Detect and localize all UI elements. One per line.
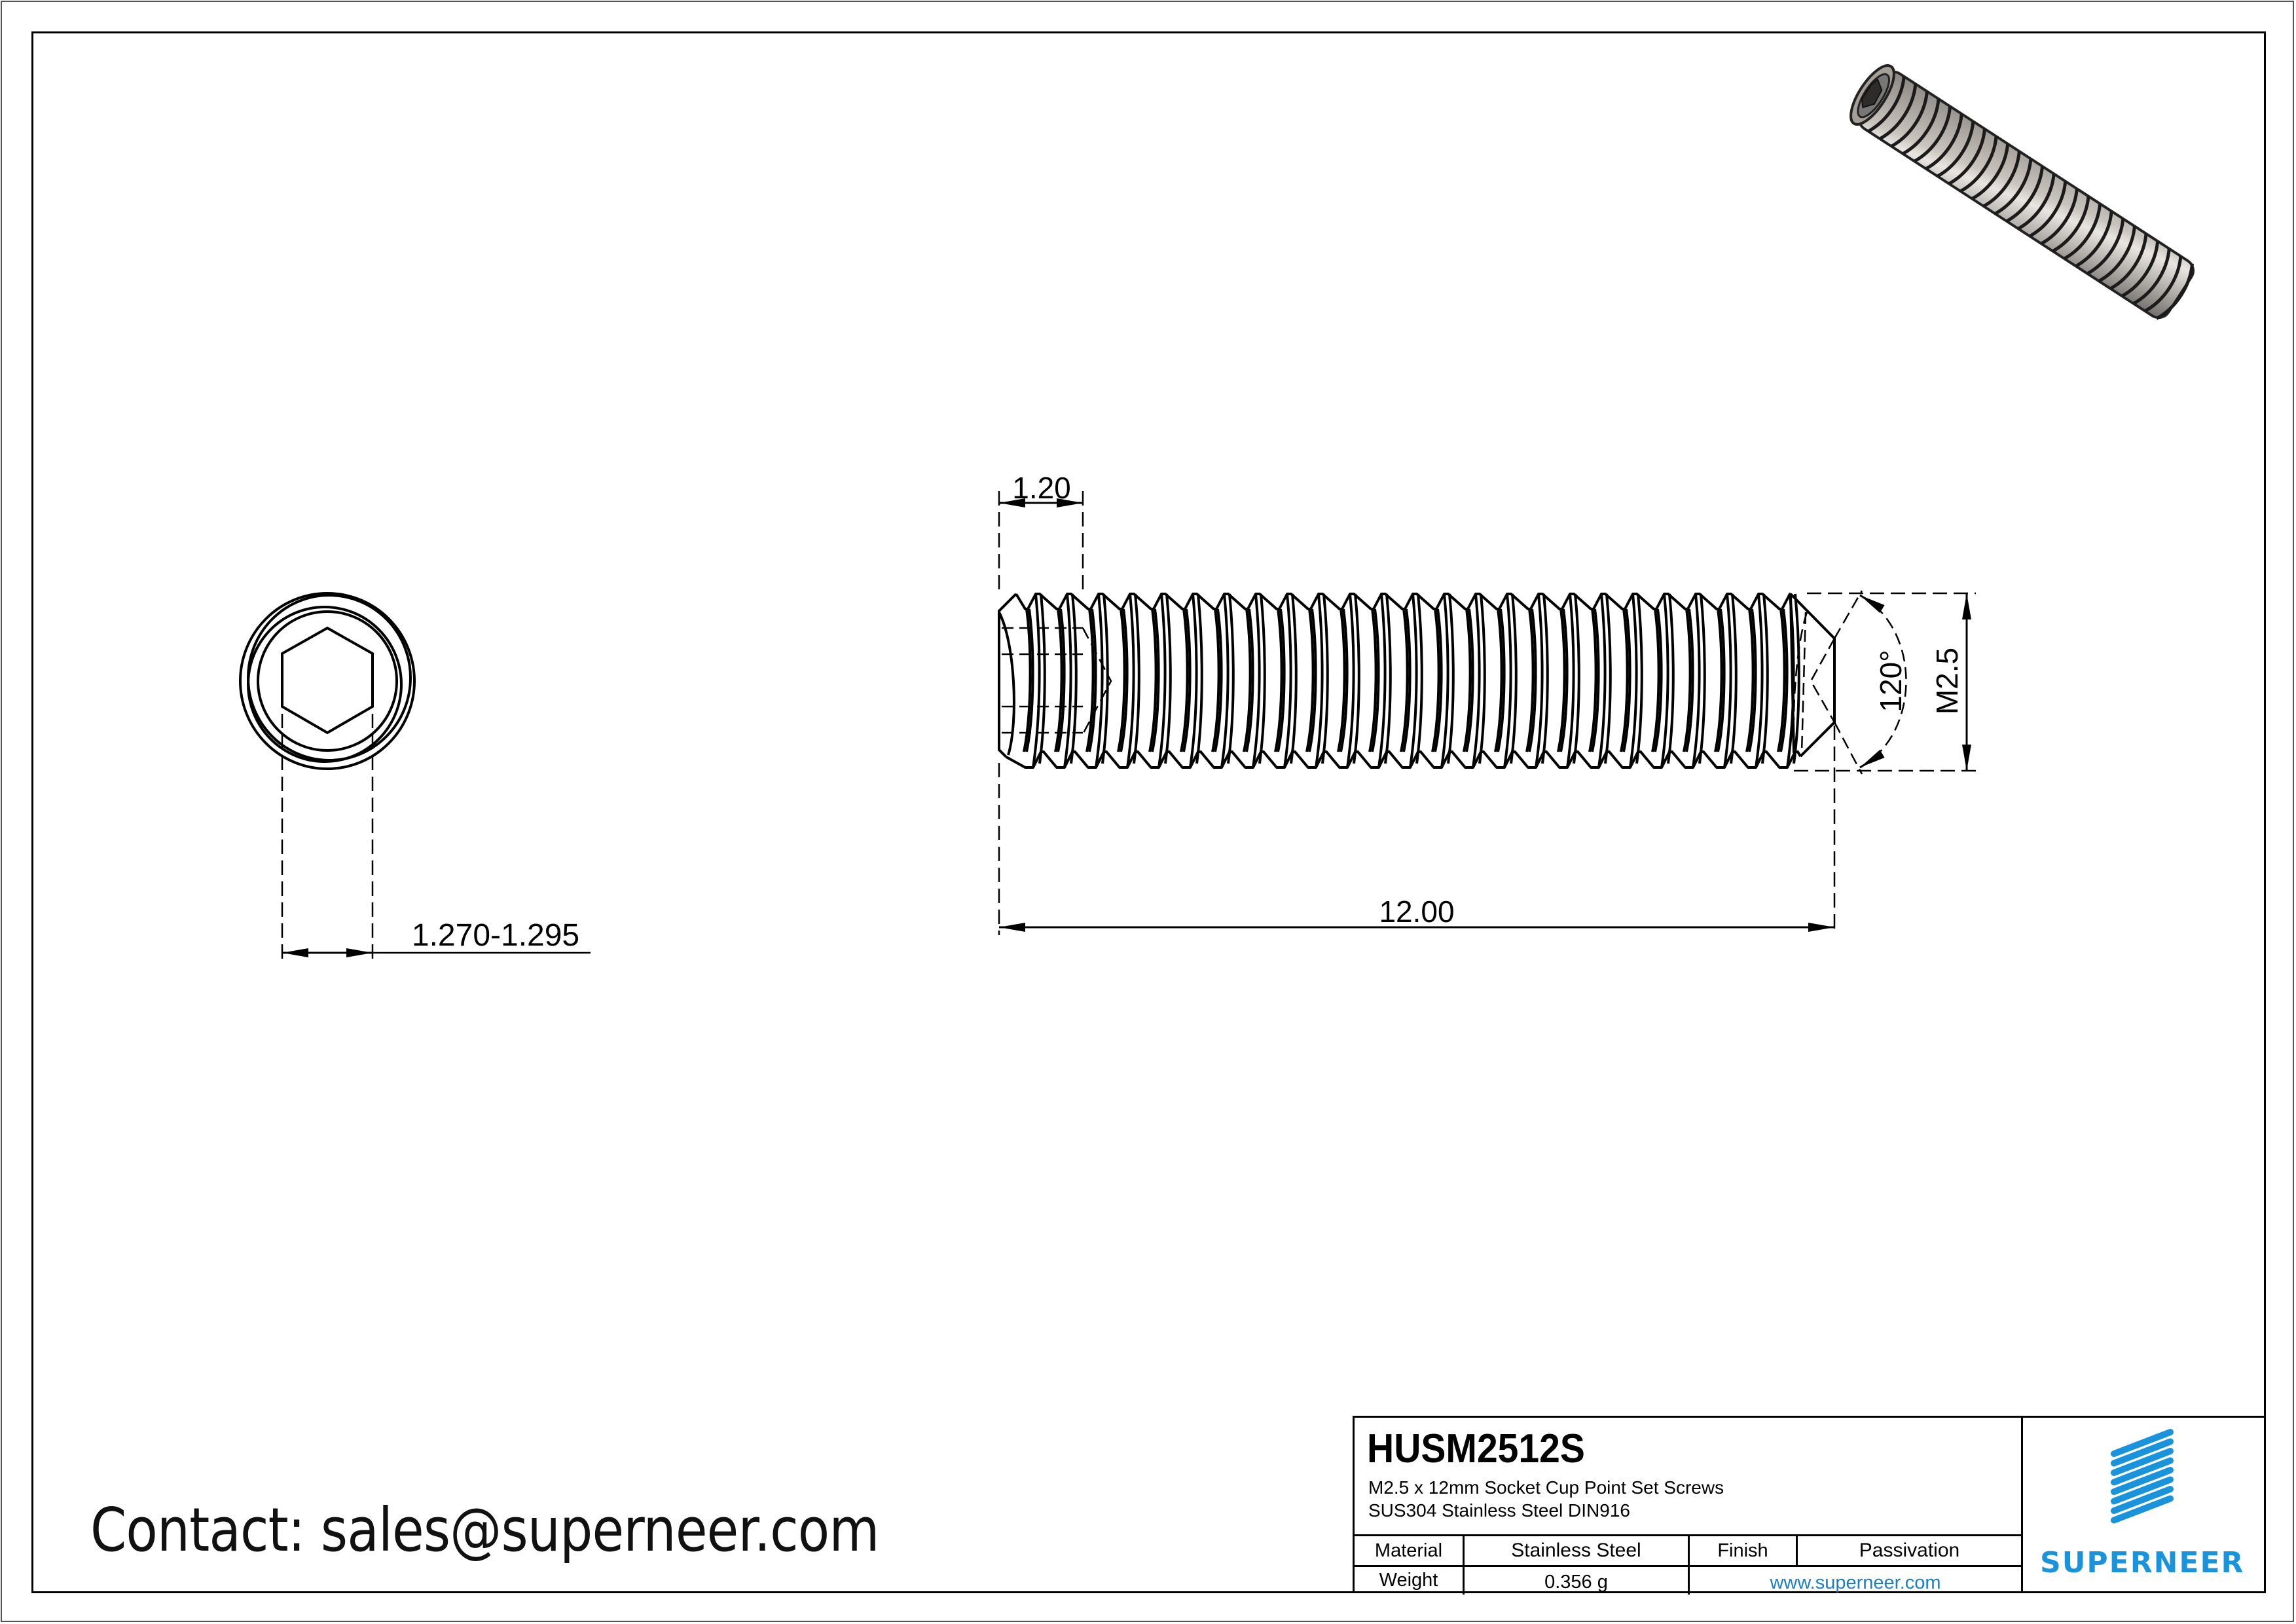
hex-width-dimension: 1.270-1.295 [412, 918, 579, 953]
material-label: Material [1374, 1540, 1443, 1561]
finish-value: Passivation [1796, 1536, 2021, 1565]
outer-thread-circle [239, 592, 416, 770]
website-link[interactable]: www.superneer.com [1688, 1566, 2021, 1595]
part-number: HUSM2512S [1367, 1426, 1585, 1471]
brand-name: SUPERNEER [2040, 1546, 2245, 1579]
hex-socket-icon [281, 626, 374, 735]
contact-email[interactable]: Contact: sales@superneer.com [90, 1495, 879, 1565]
hex-socket-icon [1861, 78, 1883, 109]
socket-depth-dimension: 1.20 [1012, 471, 1071, 505]
table-row: Weight 0.356 g www.superneer.com [1355, 1566, 2021, 1595]
superneer-logo-icon [2111, 1429, 2174, 1524]
part-spec: SUS304 Stainless Steel DIN916 [1368, 1500, 1630, 1521]
brand-logo-block: SUPERNEER [2021, 1418, 2266, 1593]
material-value: Stainless Steel [1463, 1536, 1688, 1565]
inner-circle [257, 610, 398, 752]
drawing-border [31, 31, 2266, 1593]
isometric-screw-render [1850, 64, 2195, 320]
weight-label: Weight [1379, 1569, 1438, 1591]
side-view [998, 491, 1976, 935]
weight-value: 0.356 g [1463, 1566, 1688, 1595]
length-dimension: 12.00 [1379, 895, 1454, 929]
properties-table: Material Stainless Steel Finish Passivat… [1355, 1534, 2021, 1595]
end-view [239, 592, 591, 959]
point-angle-dimension: 120° [1874, 650, 1908, 712]
title-block: HUSM2512S M2.5 x 12mm Socket Cup Point S… [1353, 1416, 2266, 1595]
thread-size-dimension: M2.5 [1930, 648, 1964, 714]
finish-label: Finish [1688, 1536, 1796, 1565]
thread-circle-2 [247, 594, 412, 762]
table-row: Material Stainless Steel Finish Passivat… [1355, 1536, 2021, 1567]
part-description: M2.5 x 12mm Socket Cup Point Set Screws [1368, 1477, 1724, 1498]
